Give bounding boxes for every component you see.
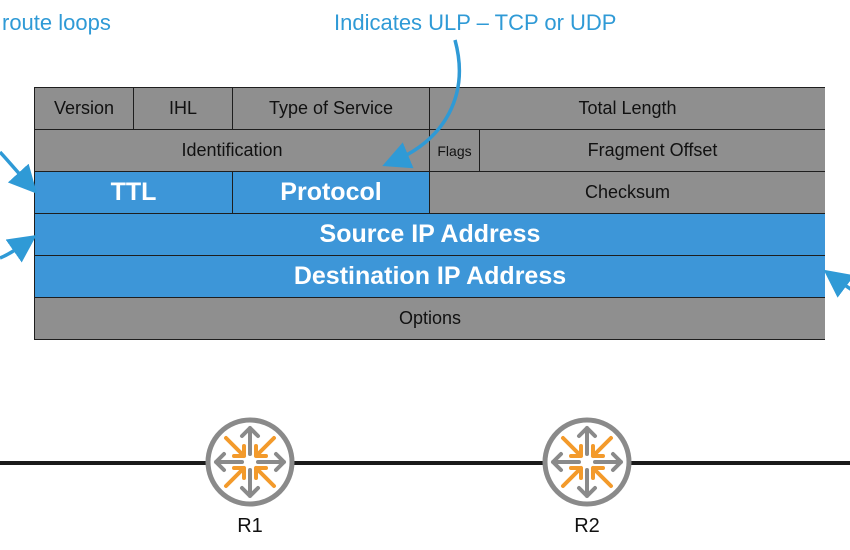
field-ttl: TTL: [35, 172, 233, 214]
router-icon: [205, 417, 295, 507]
field-total-length: Total Length: [430, 88, 825, 130]
field-fragment-offset: Fragment Offset: [480, 130, 825, 172]
arrow-to-destination: [823, 269, 850, 298]
field-flags: Flags: [430, 130, 480, 172]
router-label-r2: R2: [574, 515, 600, 537]
arrow-to-ttl: [0, 150, 38, 194]
annotation-route-loops: route loops: [2, 10, 111, 35]
field-identification: Identification: [35, 130, 430, 172]
field-protocol: Protocol: [233, 172, 430, 214]
arrow-to-protocol: [382, 39, 461, 169]
field-destination-ip: Destination IP Address: [35, 256, 825, 298]
network-link: [0, 461, 850, 465]
field-version: Version: [35, 88, 134, 130]
field-source-ip: Source IP Address: [35, 214, 825, 256]
arrow-to-source: [0, 234, 37, 263]
field-options: Options: [35, 298, 825, 339]
router-icon: [542, 417, 632, 507]
router-label-r1: R1: [237, 515, 263, 537]
field-ihl: IHL: [134, 88, 233, 130]
ip-header-diagram: Version IHL Type of Service Total Length…: [34, 87, 825, 340]
field-type-of-service: Type of Service: [233, 88, 430, 130]
field-checksum: Checksum: [430, 172, 825, 214]
annotation-protocol-ulp: Indicates ULP – TCP or UDP: [334, 10, 617, 35]
